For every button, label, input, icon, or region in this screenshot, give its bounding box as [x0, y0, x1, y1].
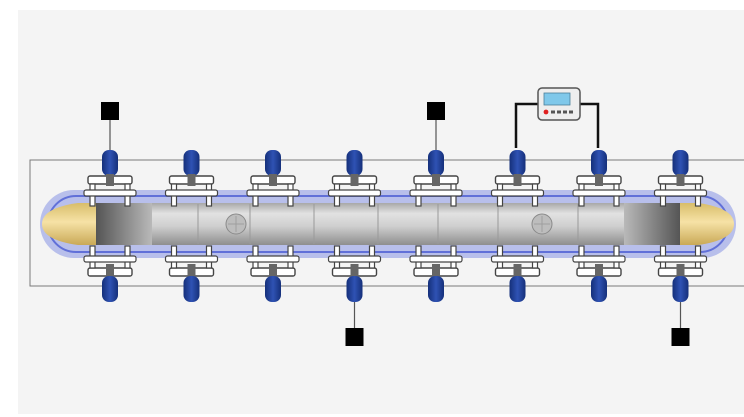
controller-wire-left [514, 102, 538, 148]
lift-unit-top-actuator [346, 150, 363, 176]
lift-unit-bottom-clamp [83, 255, 137, 263]
lift-unit-top-actuator [428, 150, 444, 176]
lift-unit [572, 150, 626, 302]
lift-unit-top-actuator [265, 150, 281, 176]
sensor-top-2 [427, 102, 445, 150]
lift-unit [490, 150, 545, 302]
lift-unit-top-rod [595, 174, 603, 186]
lift-unit-top-clamp [83, 189, 137, 197]
sensor-bottom-1 [345, 302, 364, 346]
lift-unit-top-clamp [164, 189, 219, 197]
lift-unit-top-clamp [653, 189, 708, 197]
controller-wire-right [578, 102, 600, 148]
lift-unit-top-rod [187, 174, 196, 186]
lift-unit-top-rod [513, 174, 522, 186]
lift-unit-bottom-rod [513, 264, 522, 278]
lift-unit-bottom-rod [676, 264, 685, 278]
vessel-right-end [624, 203, 680, 245]
sensor-box [671, 328, 690, 346]
lift-unit-bottom-actuator [428, 276, 444, 302]
lift-unit-top-clamp [246, 189, 300, 197]
sensors [101, 102, 690, 346]
sensor-box [101, 102, 119, 120]
diagram-canvas [18, 10, 744, 414]
lift-unit-top-actuator [102, 150, 118, 176]
lift-unit-bottom-clamp [572, 255, 626, 263]
lift-unit-bottom-clamp [246, 255, 300, 263]
vessel-segments [197, 204, 579, 244]
lift-unit-top-clamp [490, 189, 545, 197]
lift-unit [409, 150, 463, 302]
sensor-bottom-2 [671, 302, 690, 346]
lift-unit-bottom-actuator [346, 276, 363, 302]
lift-unit-top-actuator [672, 150, 689, 176]
lift-unit-bottom-rod [350, 264, 359, 278]
vessel-left-end [96, 203, 152, 245]
lift-unit-bottom-actuator [509, 276, 526, 302]
lift-unit [164, 150, 219, 302]
vessel-port-grilles [228, 216, 550, 232]
lift-unit-top-actuator [509, 150, 526, 176]
lift-unit-top-clamp [327, 189, 382, 197]
lift-unit-top-rod [269, 174, 277, 186]
lift-unit-top-actuator [591, 150, 607, 176]
lift-unit-bottom-clamp [164, 255, 219, 263]
sensor-box [345, 328, 364, 346]
vessel-lift-diagram [29, 87, 744, 346]
lift-unit-bottom-actuator [672, 276, 689, 302]
lift-unit-bottom-rod [187, 264, 196, 278]
lift-unit-bottom-clamp [327, 255, 382, 263]
lift-units-front [83, 150, 708, 302]
lift-unit-top-rod [676, 174, 685, 186]
lift-unit-bottom-clamp [490, 255, 545, 263]
control-panel-icon [537, 87, 581, 121]
lift-unit-bottom-actuator [591, 276, 607, 302]
vessel [40, 190, 736, 258]
lift-unit-bottom-rod [269, 264, 277, 278]
lift-unit-top-clamp [409, 189, 463, 197]
lift-unit [653, 150, 708, 302]
lift-unit-bottom-actuator [265, 276, 281, 302]
sensor-top-1 [101, 102, 119, 150]
lift-unit [327, 150, 382, 302]
lift-unit-bottom-rod [432, 264, 440, 278]
vessel-body [96, 203, 680, 245]
lift-unit-top-clamp [572, 189, 626, 197]
lift-unit-top-rod [432, 174, 440, 186]
lift-unit [246, 150, 300, 302]
lift-unit-bottom-rod [595, 264, 603, 278]
frame-outline [29, 159, 744, 287]
lift-unit-top-rod [106, 174, 114, 186]
lift-unit-bottom-clamp [409, 255, 463, 263]
lift-unit-top-rod [350, 174, 359, 186]
sensor-box [427, 102, 445, 120]
lift-unit-top-actuator [183, 150, 200, 176]
controller [514, 87, 600, 148]
lift-unit-bottom-actuator [102, 276, 118, 302]
lift-unit [83, 150, 137, 302]
lift-unit-bottom-actuator [183, 276, 200, 302]
lift-unit-bottom-clamp [653, 255, 708, 263]
vessel-left-cap [42, 203, 96, 245]
vessel-right-cap [680, 203, 734, 245]
lift-unit-bottom-rod [106, 264, 114, 278]
